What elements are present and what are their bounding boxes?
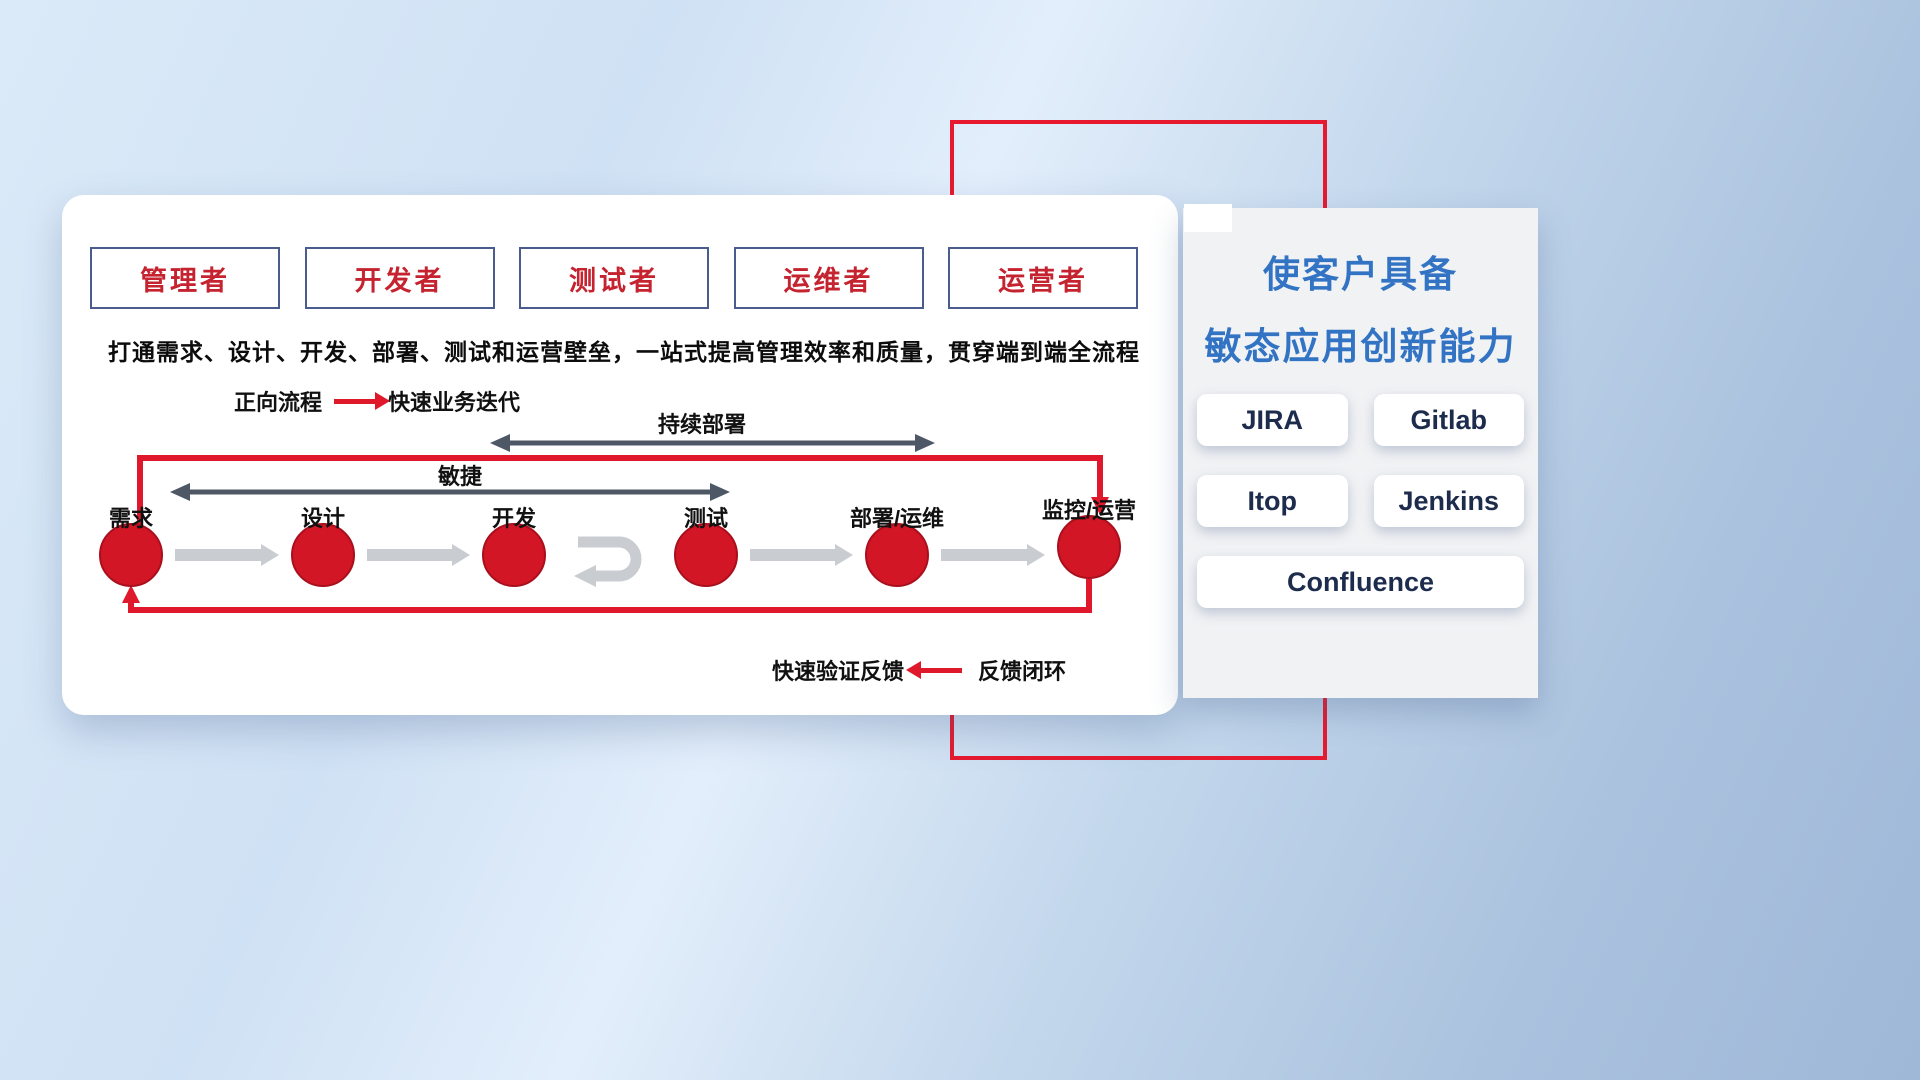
corner-decor	[1184, 204, 1232, 232]
stage-connector-arrow	[367, 544, 470, 566]
feedback-arrow-icon	[906, 661, 963, 679]
stage-node-circle	[865, 523, 929, 587]
stage-node-circle	[99, 523, 163, 587]
stage-label-monitor-ops: 监控/运营	[1041, 498, 1137, 523]
stage-label-development: 开发	[491, 506, 536, 531]
tool-chip-jira: JIRA	[1197, 394, 1348, 446]
feedback-desc: 快速验证反馈	[772, 659, 905, 684]
role-label: 开发者	[354, 265, 445, 296]
continuous-deploy-label: 持续部署	[657, 412, 746, 437]
role-label: 测试者	[569, 265, 659, 296]
tool-chip-confluence: Confluence	[1197, 556, 1524, 608]
agile-label: 敏捷	[437, 464, 482, 489]
stage-connector-arrow	[175, 544, 279, 566]
tool-chip-itop: Itop	[1197, 475, 1348, 527]
stage-connector-arrow	[750, 544, 853, 566]
stage-node-circle	[1057, 515, 1121, 579]
role-box-tester: 测试者	[519, 247, 709, 309]
stage-node-circle	[674, 523, 738, 587]
role-label: 运维者	[783, 265, 874, 296]
capability-title-line1: 使客户具备	[1263, 254, 1458, 295]
role-boxes: 管理者 开发者 测试者 运维者 运营者	[90, 247, 1138, 309]
iteration-loop-icon	[574, 536, 642, 587]
feedback-label: 反馈闭环	[978, 659, 1067, 684]
role-box-ops: 运维者	[733, 247, 924, 309]
forward-flow-label: 正向流程	[234, 390, 323, 415]
agile-arrowhead-right	[710, 483, 730, 501]
feedback-loop-line	[128, 579, 1092, 613]
role-label: 管理者	[140, 265, 230, 296]
forward-flow-desc: 快速业务迭代	[388, 390, 521, 415]
flow-diagram-svg	[99, 434, 1121, 613]
continuous-deploy-arrowhead-left	[490, 434, 510, 452]
continuous-deploy-arrowhead-right	[915, 434, 935, 452]
feedback-loop-arrowhead	[122, 585, 140, 603]
forward-flow-legend: 正向流程 快速业务迭代	[234, 385, 520, 417]
forward-flow-arrowhead	[1091, 497, 1109, 515]
stage-label-deploy-ops: 部署/运维	[849, 506, 945, 531]
devops-flow-panel: 管理者 开发者 测试者 运维者 运营者 打通需求、设计、开发、部署、测试和运营壁…	[62, 195, 1178, 715]
stage-node-circle	[482, 523, 546, 587]
stage-node-circle	[291, 523, 355, 587]
tool-chip-gitlab: Gitlab	[1373, 394, 1524, 446]
role-label: 运营者	[998, 265, 1088, 296]
agile-arrowhead-left	[170, 483, 190, 501]
role-box-operator: 运营者	[948, 247, 1138, 309]
capability-title-line2: 敏态应用创新能力	[1204, 326, 1517, 367]
capability-panel: 使客户具备 敏态应用创新能力 JIRA Gitlab Itop Jenkins …	[1183, 208, 1538, 698]
stage-label-requirements: 需求	[108, 506, 153, 531]
stage-label-testing: 测试	[683, 506, 728, 531]
tool-chip-grid: JIRA Gitlab Itop Jenkins Confluence	[1197, 394, 1524, 608]
feedback-legend: 快速验证反馈 反馈闭环	[772, 654, 1066, 686]
role-box-manager: 管理者	[90, 247, 280, 309]
headline-text: 打通需求、设计、开发、部署、测试和运营壁垒，一站式提高管理效率和质量，贯穿端到端…	[108, 339, 1140, 365]
forward-arrow-icon	[334, 392, 391, 410]
stage-connector-arrow	[941, 544, 1045, 566]
forward-flow-line	[137, 455, 1103, 529]
stage-label-design: 设计	[300, 506, 345, 531]
role-box-developer: 开发者	[304, 247, 495, 309]
tool-chip-jenkins: Jenkins	[1373, 475, 1524, 527]
